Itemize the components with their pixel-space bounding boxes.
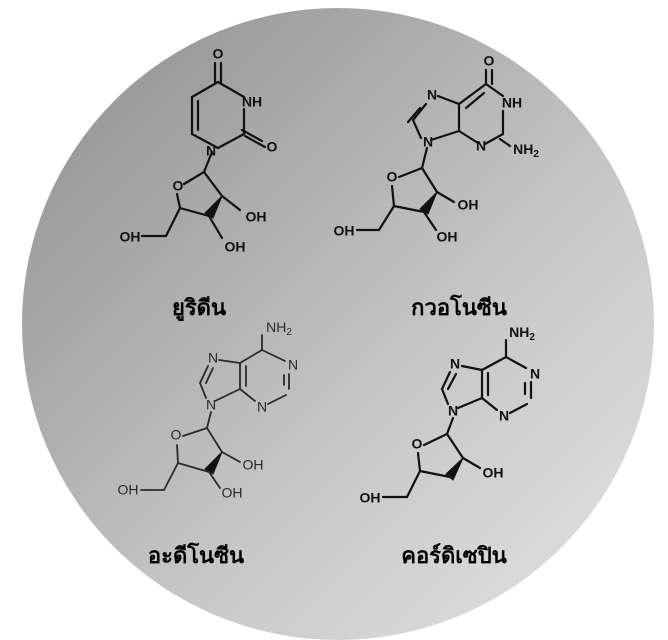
uridine-oh-2: OH	[246, 209, 267, 225]
guanosine-nh: NH	[502, 95, 522, 111]
adenosine-oh-2: OH	[243, 457, 264, 473]
adenosine-ring-oxygen: O	[171, 427, 182, 443]
adenosine-nh2: NH2	[266, 319, 292, 338]
guanosine-ring-oxygen: O	[387, 169, 398, 185]
cordycepin-oh-2: OH	[483, 465, 504, 481]
guanosine-oh-5: OH	[334, 223, 355, 239]
cordycepin-ring-oxygen: O	[412, 436, 423, 452]
uridine-nitrogen: N	[206, 143, 216, 159]
guanosine-oxygen: O	[484, 53, 495, 69]
cordycepin-nh2: NH2	[509, 324, 535, 343]
uridine-oxygen-right: O	[267, 139, 278, 155]
guanosine-label: กวอโนซีน	[411, 296, 507, 321]
uridine-ring-oxygen: O	[173, 178, 184, 194]
uridine-nh: NH	[242, 94, 262, 110]
guanosine-oh-3: OH	[437, 229, 458, 245]
adenosine-n1: N	[288, 357, 298, 373]
guanosine-n9: N	[423, 134, 433, 150]
cordycepin-n7: N	[450, 356, 460, 372]
guanosine-nh2: NH2	[513, 141, 539, 160]
adenosine-n7: N	[208, 350, 218, 366]
uridine-oxygen-top: O	[213, 46, 224, 62]
adenosine-n3: N	[257, 399, 267, 415]
adenosine-oh-5: OH	[118, 482, 139, 498]
guanosine-n7: N	[427, 87, 437, 103]
adenosine-n9: N	[206, 397, 216, 413]
uridine-oh-3: OH	[225, 239, 246, 255]
adenosine-label: อะดีโนซีน	[147, 544, 245, 569]
cordycepin-n1: N	[530, 366, 540, 382]
cordycepin-oh-5: OH	[360, 490, 381, 506]
cordycepin-n9: N	[448, 403, 458, 419]
cordycepin-n3: N	[499, 408, 509, 424]
uridine-oh-5: OH	[120, 229, 141, 245]
guanosine-n3: N	[476, 138, 486, 154]
cordycepin-label: คอร์ดิเซปิน	[401, 544, 507, 569]
uridine-label: ยูริดีน	[171, 296, 227, 321]
guanosine-oh-2: OH	[458, 197, 479, 213]
adenosine-oh-3: OH	[222, 485, 243, 501]
background-circle	[22, 8, 654, 640]
